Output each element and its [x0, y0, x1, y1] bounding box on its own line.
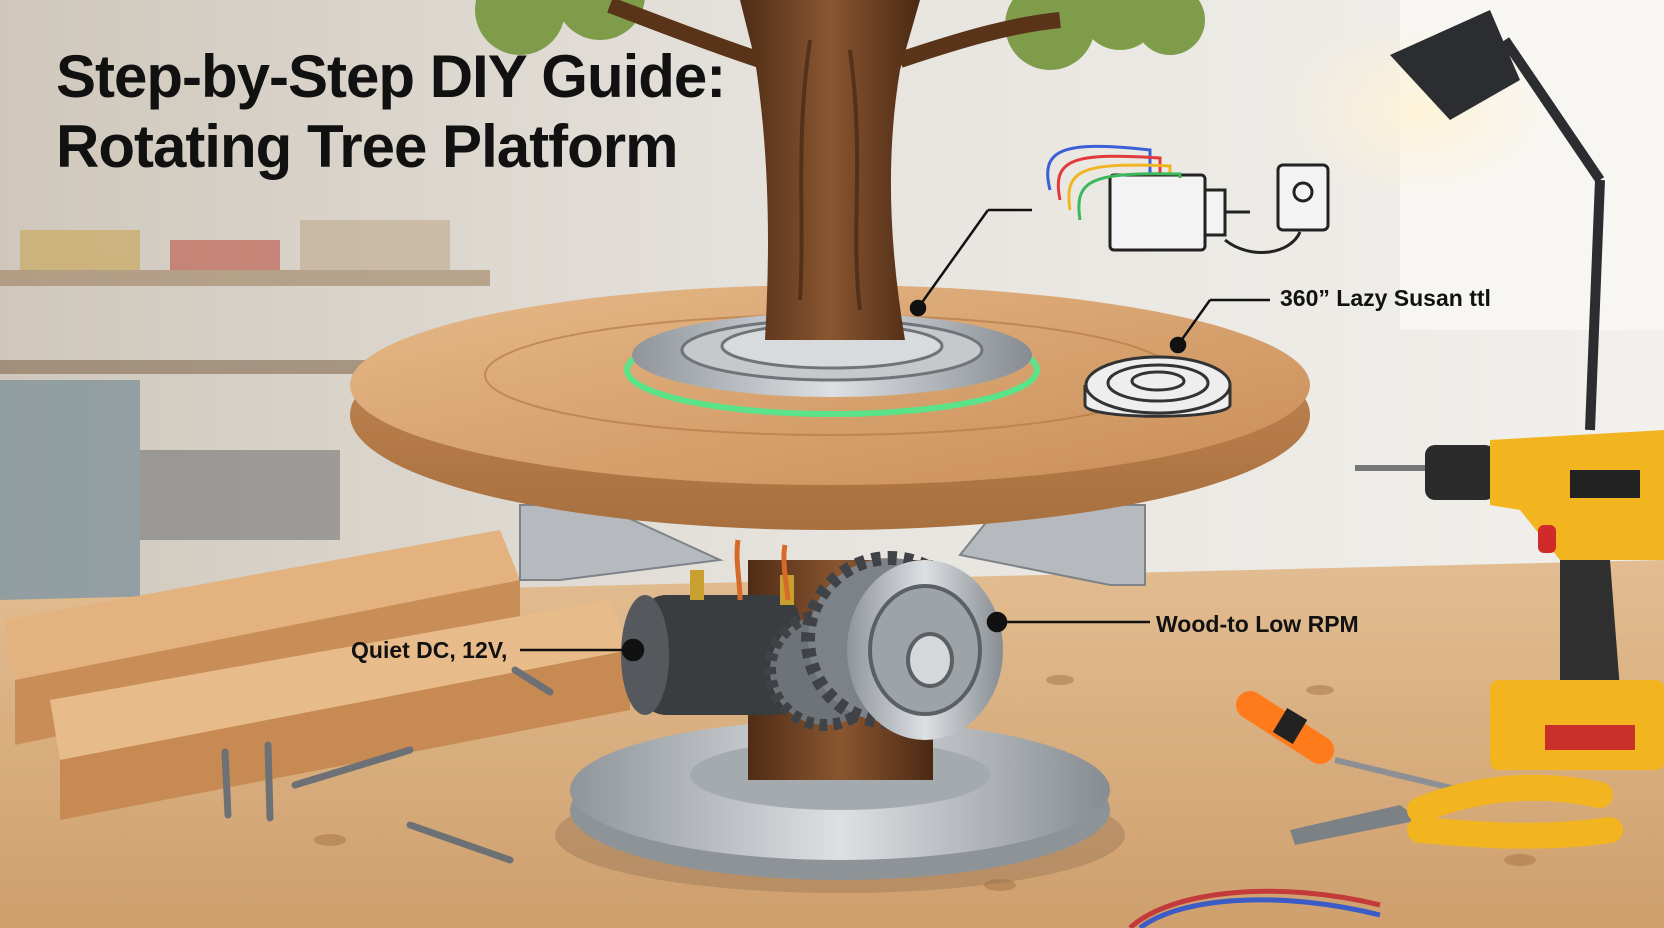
screws [221, 666, 554, 864]
cables [1128, 888, 1381, 928]
gear-callout-label: Wood-to Low RPM [1156, 611, 1359, 637]
motor-wiring-diagram [1046, 144, 1330, 254]
guide-title-line-2: Rotating Tree Platform [56, 113, 678, 180]
callout-lines [520, 208, 1270, 662]
pliers [1290, 774, 1623, 849]
wooden-planks [5, 530, 630, 820]
cordless-drill [1355, 430, 1664, 770]
screwdriver [1236, 691, 1461, 793]
dc-motor [621, 539, 800, 715]
lazy-susan-callout-label: 360” Lazy Susan ttl [1280, 285, 1491, 311]
lazy-susan-diagram [1083, 355, 1232, 418]
desk-lamp [1390, 10, 1605, 431]
tree-trunk [740, 0, 920, 340]
motor-callout-label: Quiet DC, 12V, [351, 637, 508, 663]
gear-assembly [764, 551, 1003, 740]
guide-title-line-1: Step-by-Step DIY Guide: [56, 43, 726, 110]
